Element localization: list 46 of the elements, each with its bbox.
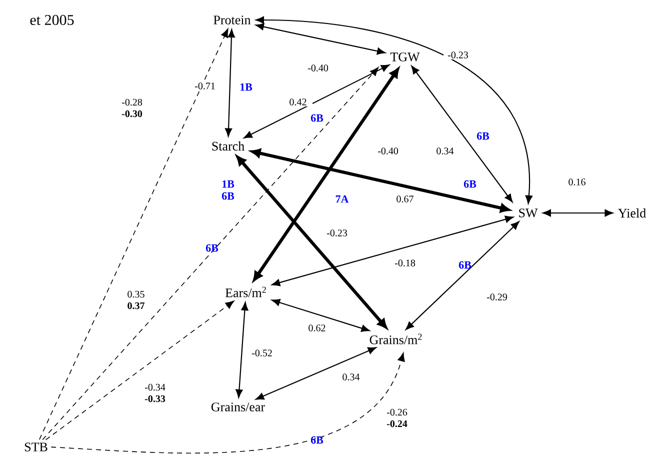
chromosome-tag: 6B <box>458 261 472 269</box>
arrow <box>542 209 614 217</box>
edge-label: -0.29 <box>482 292 512 302</box>
node-label: Yield <box>618 208 646 218</box>
arrow <box>406 221 520 330</box>
edge-label: -0.71 <box>190 82 220 90</box>
arrow <box>272 216 514 286</box>
chromosome-tag: 6B <box>476 132 490 140</box>
edge-label: 0.35 0.37 <box>122 290 150 310</box>
arrow <box>236 156 388 328</box>
arrow <box>42 67 379 440</box>
chromosome-tag: 6B <box>310 436 324 444</box>
edge-label: -0.23 <box>322 228 352 238</box>
node-label: TGW <box>390 52 420 62</box>
edge-label: 0.62 <box>302 324 332 332</box>
arrow <box>224 29 236 137</box>
chromosome-tag: 6B <box>310 114 324 122</box>
title-text: et 2005 <box>30 14 74 26</box>
edge-label: -0.18 <box>390 258 420 268</box>
arrow <box>45 300 234 440</box>
edge-label: 0.16 <box>562 178 592 186</box>
node-label: Protein <box>214 16 251 24</box>
chromosome-tag: 1B 6B <box>222 180 234 200</box>
node-label: Starch <box>212 141 244 151</box>
edge-label: 0.34 <box>336 372 366 382</box>
arrow <box>50 352 405 454</box>
arrow <box>39 28 228 440</box>
edge-label: -0.40 <box>304 64 332 72</box>
node-label: Grains/ear <box>211 402 265 412</box>
chromosome-tag: 1B <box>240 83 252 91</box>
arrow <box>272 298 370 332</box>
node-label: SW <box>519 208 538 218</box>
chromosome-tag: 6B <box>206 244 218 252</box>
edge-label: 0.42 <box>284 98 312 106</box>
node-label: STB <box>24 442 48 452</box>
arrow <box>236 302 248 398</box>
node-label: Grains/m$^{2}$ <box>370 334 422 344</box>
node-label: Ears/m$^{2}$ <box>225 286 266 298</box>
edge-label: -0.28 -0.30 <box>118 98 146 118</box>
edge-label: -0.23 <box>444 50 472 60</box>
edge-label: -0.52 <box>248 348 276 358</box>
edge-label: -0.26 -0.24 <box>382 408 412 428</box>
edge-label: -0.34 -0.33 <box>140 382 170 404</box>
arrow <box>256 347 376 400</box>
arrow <box>244 64 390 138</box>
arrow <box>256 23 386 55</box>
